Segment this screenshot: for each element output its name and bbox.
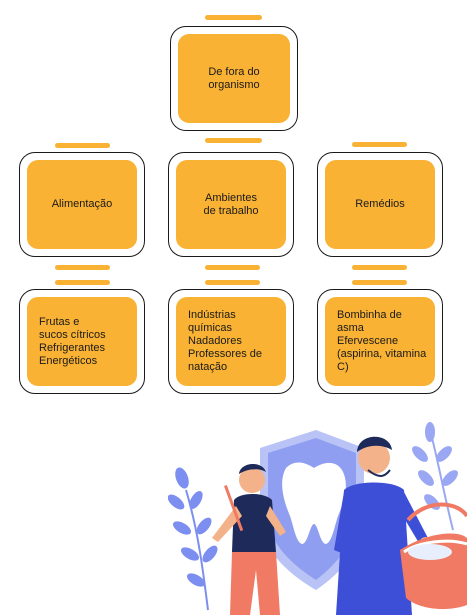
connector-bar-2b [205, 280, 260, 285]
root-node-label: De fora do organismo [208, 65, 260, 91]
category-node-remedios: Remédios [317, 152, 443, 257]
dental-care-illustration [168, 422, 467, 615]
example-node-remedios: Bombinha de asma Efervescene (aspirina, … [317, 289, 443, 394]
category-label-remedios: Remédios [355, 198, 405, 210]
connector-bar-3a [352, 265, 407, 270]
root-decor-bar-bottom [205, 138, 262, 143]
connector-bar-1a [55, 265, 110, 270]
connector-bar-2a [205, 265, 260, 270]
example-text-alimentacao: Frutas e sucos cítricos Refrigerantes En… [39, 315, 106, 367]
category-label-alimentacao: Alimentação [51, 198, 113, 210]
basket-icon [400, 502, 467, 610]
category-decor-bar-1 [55, 143, 110, 148]
example-text-remedios: Bombinha de asma Efervescene (aspirina, … [337, 309, 427, 373]
connector-bar-3b [352, 280, 407, 285]
example-node-ambientes: Indústrias químicas Nadadores Professore… [168, 289, 294, 394]
connector-bar-1b [55, 280, 110, 285]
root-node: De fora do organismo [170, 26, 298, 131]
category-node-ambientes: Ambientes de trabalho [168, 152, 294, 257]
child-figure [212, 463, 286, 615]
leaf-decoration-right [412, 422, 458, 531]
example-node-alimentacao: Frutas e sucos cítricos Refrigerantes En… [19, 289, 145, 394]
category-decor-bar-3 [352, 142, 407, 147]
category-label-ambientes: Ambientes de trabalho [203, 191, 259, 217]
category-node-alimentacao: Alimentação [19, 152, 145, 257]
leaf-decoration [168, 467, 218, 611]
root-decor-bar [205, 15, 262, 20]
example-text-ambientes: Indústrias químicas Nadadores Professore… [188, 309, 262, 373]
